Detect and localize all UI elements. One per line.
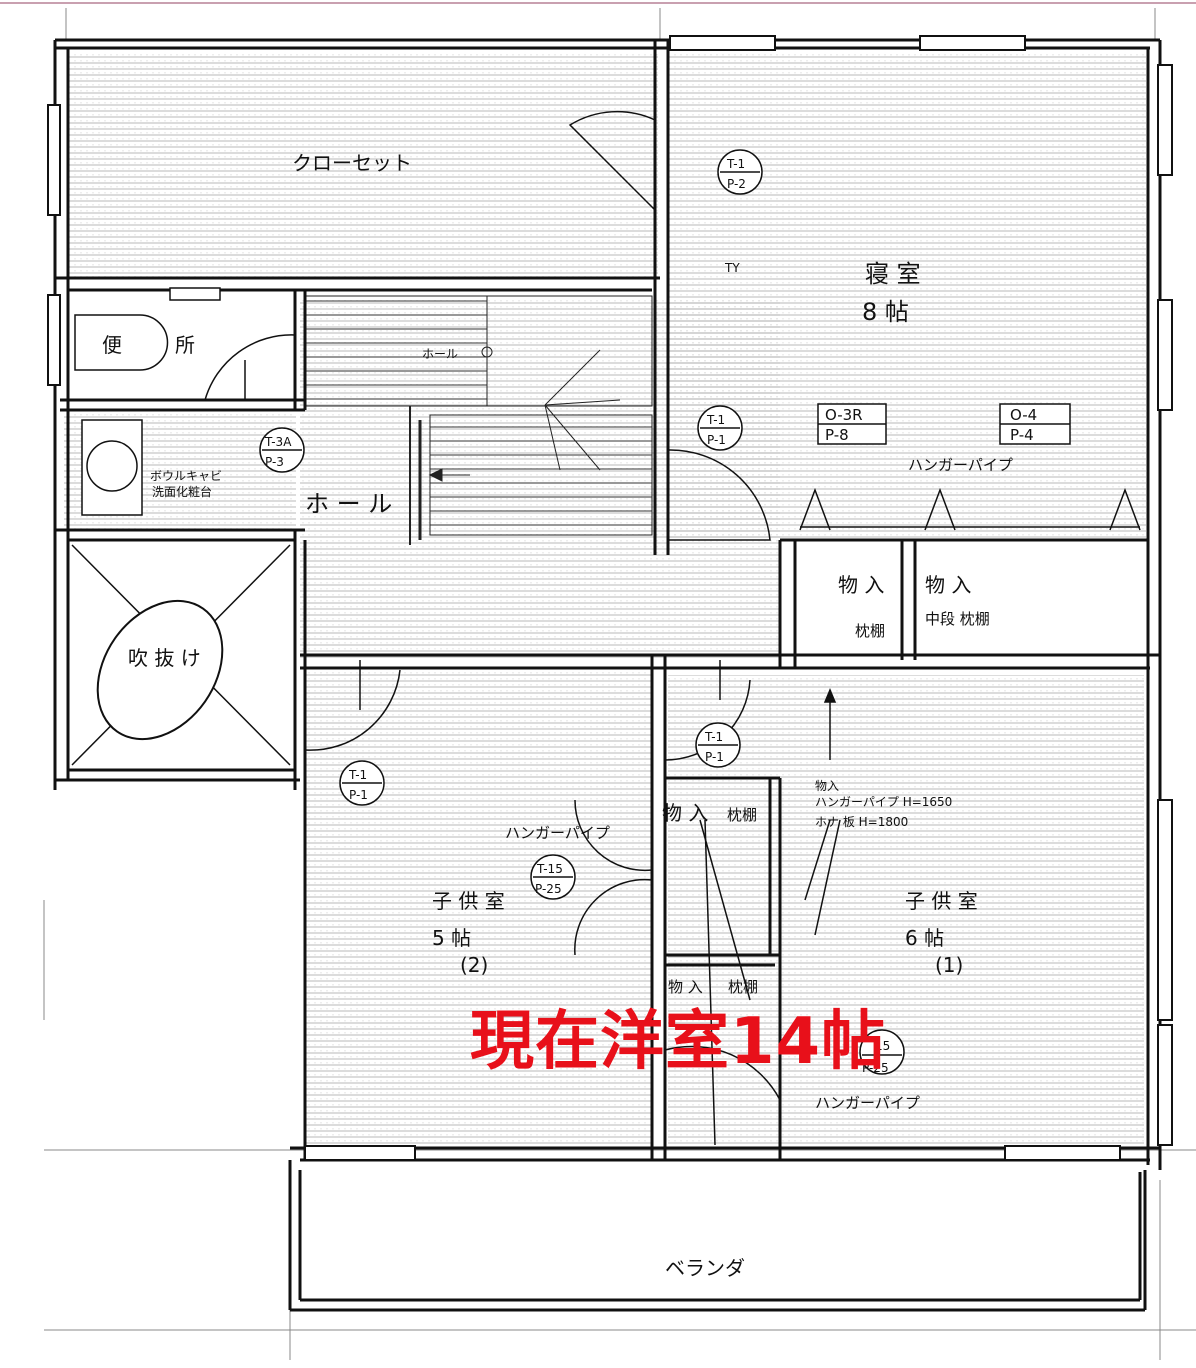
closet-label: クローセット	[292, 151, 412, 175]
child-room-1-number: (1)	[935, 953, 963, 977]
storage-label-1: 物 入	[838, 573, 884, 597]
storage-shelf-label-2: 中段 枕棚	[925, 610, 990, 628]
tag-6-bottom: P-25	[535, 882, 562, 896]
tag-3: T-3A P-3	[259, 427, 305, 473]
storage-label-2: 物 入	[925, 573, 971, 597]
tag-7: 15 P-25	[859, 1029, 905, 1075]
storage-shelf-label-3: 枕棚	[727, 806, 757, 824]
storage-label-3: 物 入	[662, 801, 708, 825]
storage-label-4: 物 入	[668, 978, 703, 996]
toilet-label-a: 便	[102, 333, 122, 357]
vanity-label-2: 洗面化粧台	[152, 484, 212, 499]
floor-hatching	[64, 52, 1146, 1145]
window-code-1-top: O-3R	[825, 406, 863, 424]
tag-4: T-1 P-1	[339, 760, 385, 806]
windows	[47, 35, 1173, 1161]
hanger-pipe-label-1: ハンガーパイプ	[908, 456, 1013, 474]
storage-note-3: ホナ 板 H=1800	[815, 815, 908, 829]
hall-mark: ホール	[422, 347, 458, 361]
window-code-1: O-3R P-8	[817, 403, 887, 445]
veranda-label: ベランダ	[665, 1256, 745, 1280]
tag-1-top: T-1	[726, 157, 745, 171]
window-code-2: O-4 P-4	[999, 403, 1071, 445]
child-room-1-label: 子 供 室	[905, 889, 978, 913]
child-room-2-size: 5 帖	[432, 926, 471, 950]
hanger-pipe-label-3: ハンガーパイプ	[815, 1094, 920, 1112]
tag-4-bottom: P-1	[349, 788, 368, 802]
tag-7-bottom: P-25	[862, 1061, 889, 1075]
tag-5-top: T-1	[704, 730, 723, 744]
tag-2-top: T-1	[706, 413, 725, 427]
tag-3-top: T-3A	[264, 435, 292, 449]
tag-2-bottom: P-1	[707, 433, 726, 447]
tag-6: T-15 P-25	[530, 854, 576, 900]
vanity-label-1: ボウルキャビ	[150, 469, 222, 483]
hanger-pipe-label-2: ハンガーパイプ	[505, 824, 610, 842]
tag-4-top: T-1	[348, 768, 367, 782]
staircase	[304, 295, 653, 545]
tag-3-bottom: P-3	[265, 455, 284, 469]
window-codes: O-3R P-8 O-4 P-4	[817, 403, 1071, 445]
storage-shelf-label-4: 枕棚	[728, 978, 758, 996]
fixtures	[74, 287, 221, 516]
hanger-pipe-marks	[699, 487, 1141, 1146]
ty-mark: TY	[724, 261, 740, 275]
void-marker	[71, 544, 291, 766]
child-room-2-label: 子 供 室	[432, 889, 505, 913]
storage-shelf-label-1: 枕棚	[855, 622, 885, 640]
window-code-1-bottom: P-8	[825, 426, 849, 444]
window-code-2-top: O-4	[1010, 406, 1037, 424]
current-room-overlay-label: 現在洋室14帖	[470, 1005, 887, 1079]
child-room-1-size: 6 帖	[905, 926, 944, 950]
tag-1: T-1 P-2	[717, 149, 763, 195]
hall-label: ホ ー ル	[305, 490, 392, 518]
tag-5: T-1 P-1	[695, 722, 741, 768]
master-bedroom-label: 寝 室	[865, 260, 921, 288]
master-bedroom-size: 8 帖	[862, 298, 909, 326]
tag-1-bottom: P-2	[727, 177, 746, 191]
tag-5-bottom: P-1	[705, 750, 724, 764]
window-code-2-bottom: P-4	[1010, 426, 1034, 444]
room-labels: クローセット TY 寝 室 8 帖 便 所 ホール ボウルキャビ 洗面化粧台 ホ…	[102, 151, 1013, 1280]
door-tags: T-1 P-2 T-1 P-1 T-3A P-3 T-1 P-1 T-1 P-1	[259, 149, 905, 1075]
tag-7-top: 15	[875, 1039, 890, 1053]
void-label: 吹 抜 け	[128, 646, 201, 670]
tag-6-top: T-15	[536, 862, 563, 876]
storage-note-2: ハンガーパイプ H=1650	[815, 795, 952, 809]
tag-2: T-1 P-1	[697, 405, 743, 451]
storage-note-1: 物入	[815, 779, 839, 793]
toilet-label-b: 所	[175, 333, 195, 357]
child-room-2-number: (2)	[460, 953, 488, 977]
